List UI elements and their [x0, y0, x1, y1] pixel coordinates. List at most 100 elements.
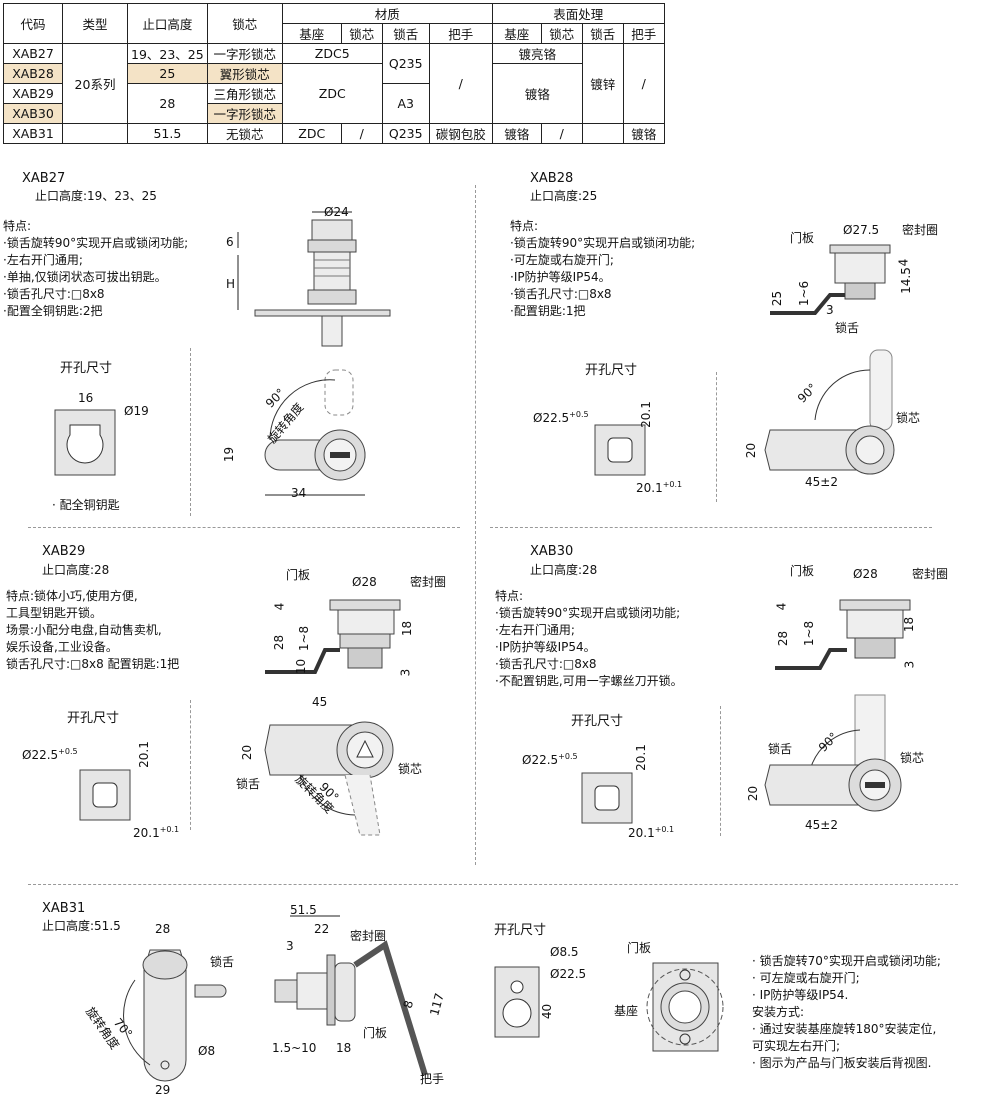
dim-hole-d1: Ø8.5: [550, 945, 579, 959]
divider: [190, 700, 191, 830]
dim-20: 20: [744, 442, 759, 459]
feature-line: 特点:: [510, 219, 539, 233]
hole-drawing: [54, 409, 116, 476]
lever-side-drawing: [274, 915, 428, 1076]
feature-line: 特点:: [3, 219, 32, 233]
feature-line: ·不配置钥匙,可用一字螺丝刀开锁。: [495, 674, 683, 688]
dim-18: 18: [902, 616, 917, 633]
dim-dia: Ø28: [352, 575, 377, 589]
feature-line: ·配置钥匙:1把: [510, 304, 586, 318]
product-code: XAB30: [530, 544, 574, 559]
dim-20: 20: [240, 744, 255, 761]
th-lockcore: 锁芯: [340, 23, 383, 44]
divider: [190, 348, 191, 516]
dim-45: 45±2: [805, 475, 838, 489]
feature-line: · IP防护等级IP54.: [752, 988, 849, 1002]
dim-hole-d2: Ø22.5: [550, 967, 587, 981]
lock-side-drawing: [265, 599, 401, 674]
cell-handle: 碳钢包胶: [428, 123, 493, 144]
dim-hole-d: Ø22.5+0.5: [533, 410, 589, 425]
seal-label: 密封圈: [912, 567, 949, 581]
th-type: 类型: [62, 3, 128, 44]
dim-3: 3: [826, 303, 834, 317]
seal-label: 密封圈: [350, 929, 387, 943]
lever-front-drawing: [123, 949, 227, 1082]
seal-label: 密封圈: [902, 223, 939, 237]
product-height: 止口高度:28: [530, 563, 598, 577]
hole-title: 开孔尺寸: [494, 923, 547, 938]
cell-s-tongue: 镀锌: [581, 43, 624, 124]
product-height: 止口高度:19、23、25: [35, 189, 157, 203]
cell-code: XAB29: [3, 83, 63, 104]
dim-hole-h: 20.1+0.1: [636, 480, 683, 495]
product-code: XAB29: [42, 544, 86, 559]
th-height: 止口高度: [127, 3, 208, 44]
dim-1-8: 1~8: [802, 620, 817, 647]
dim-45: 45: [312, 695, 328, 709]
cell-s-base: 镀铬: [491, 123, 542, 144]
feature-line: · 锁舌旋转70°实现开启或锁闭功能;: [752, 954, 941, 968]
feature-line: ·单抽,仅锁闭状态可拔出钥匙。: [3, 270, 167, 284]
dim-hole-40: 40: [540, 1003, 555, 1020]
product-height: 止口高度:25: [530, 189, 598, 203]
hole-drawing: [494, 966, 540, 1038]
hole-drawing: [581, 772, 633, 824]
feature-line: ·IP防护等级IP54。: [495, 640, 596, 654]
cell-base: ZDC: [281, 123, 342, 144]
hole-drawing: [594, 424, 646, 476]
cell-height: 51.5: [127, 123, 208, 144]
feature-line: ·配置全铜钥匙:2把: [3, 304, 103, 318]
base-drawing: [646, 962, 724, 1052]
dim-6: 6: [226, 235, 234, 249]
th-core: 锁芯: [206, 3, 283, 44]
dim-22: 22: [314, 922, 330, 936]
divider: [716, 372, 717, 502]
door-label: 门板: [363, 1026, 388, 1040]
cell-code: XAB27: [3, 43, 63, 64]
feature-line: 安装方式:: [752, 1005, 805, 1019]
cell-base: ZDC: [281, 63, 383, 124]
dim-hole-v: 20.1: [633, 744, 648, 771]
feature-line: 特点:锁体小巧,使用方便,: [6, 589, 138, 603]
th-tongue: 锁舌: [381, 23, 430, 44]
lock-side-drawing: [237, 211, 391, 347]
cell-base: ZDC5: [281, 43, 383, 64]
features: 特点: ·锁舌旋转90°实现开启或锁闭功能; ·左右开门通用; ·单抽,仅锁闭状…: [3, 218, 188, 320]
lock-side-drawing: [775, 599, 911, 670]
product-code: XAB28: [530, 171, 574, 186]
divider: [490, 527, 932, 528]
dim-hole-d: Ø19: [124, 404, 149, 418]
feature-line: 工具型钥匙开锁。: [6, 606, 103, 620]
dim-1-8: 1~8: [297, 625, 312, 652]
spec-table: 代码 类型 止口高度 锁芯 材质 表面处理 基座 锁芯 锁舌 把手 基座 锁芯 …: [3, 3, 665, 144]
th-code: 代码: [3, 3, 63, 44]
tongue-label: 锁舌: [768, 742, 793, 756]
seal-label: 密封圈: [410, 575, 447, 589]
dim-34: 34: [291, 486, 307, 500]
feature-line: ·可左旋或右旋开门;: [510, 253, 614, 267]
th-s-base: 基座: [491, 23, 542, 44]
feature-line: ·IP防护等级IP54。: [510, 270, 611, 284]
cell-s-handle: 镀铬: [622, 123, 665, 144]
dim-hole-d: Ø22.5+0.5: [522, 752, 578, 767]
hole-title: 开孔尺寸: [571, 714, 624, 729]
dim-18: 18: [336, 1041, 352, 1055]
dim-28: 28: [155, 922, 171, 936]
cell-tongue: Q235: [381, 123, 430, 144]
cell-type: 20系列: [62, 43, 128, 124]
dim-10: 10: [294, 658, 309, 675]
cell-core: 一字形锁芯: [206, 43, 283, 64]
dim-1-5-10: 1.5~10: [272, 1041, 317, 1055]
feature-line: ·左右开门通用;: [495, 623, 575, 637]
feature-line: 锁舌孔尺寸:□8x8 配置钥匙:1把: [6, 657, 180, 671]
th-surface: 表面处理: [491, 3, 665, 24]
product-height: 止口高度:51.5: [42, 919, 121, 933]
dim-hole-v: 20.1: [638, 401, 653, 428]
feature-line: · 图示为产品与门板安装后背视图.: [752, 1056, 932, 1070]
feature-line: ·锁舌孔尺寸:□8x8: [495, 657, 597, 671]
cell-height: 25: [127, 63, 208, 84]
th-s-core: 锁芯: [540, 23, 583, 44]
dim-28: 28: [776, 630, 791, 647]
core-label: 锁芯: [398, 762, 423, 776]
dim-hole-w: 16: [78, 391, 94, 405]
